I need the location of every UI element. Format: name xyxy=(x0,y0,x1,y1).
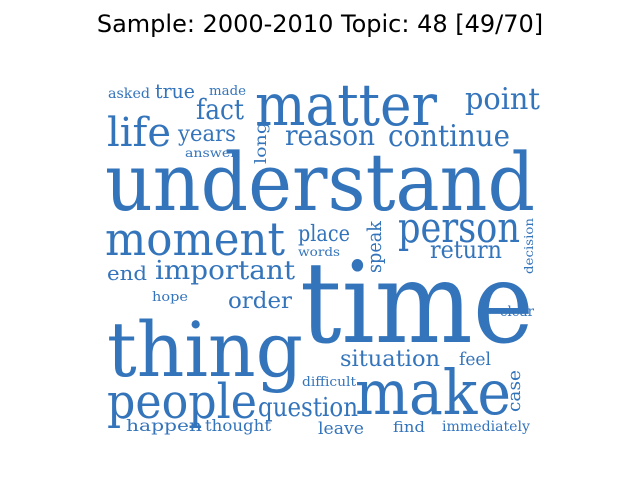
word-happen: happen xyxy=(126,416,202,435)
word-place: place xyxy=(298,222,350,247)
word-question: question xyxy=(258,393,358,423)
word-order: order xyxy=(228,289,292,314)
word-end: end xyxy=(107,261,147,285)
word-long: long xyxy=(251,122,270,164)
word-reason: reason xyxy=(285,119,375,152)
word-thought: thought xyxy=(205,416,272,435)
word-return: return xyxy=(430,236,502,264)
word-words: words xyxy=(298,245,340,259)
word-decision: decision xyxy=(522,218,536,274)
word-life: life xyxy=(107,110,171,156)
word-asked: asked xyxy=(108,86,150,102)
word-understand: understand xyxy=(105,136,535,229)
word-clear: clear xyxy=(500,304,534,320)
word-situation: situation xyxy=(340,347,440,372)
word-continue: continue xyxy=(388,119,510,154)
word-find: find xyxy=(393,418,425,436)
figure-title: Sample: 2000-2010 Topic: 48 [49/70] xyxy=(96,10,544,38)
word-feel: feel xyxy=(459,349,491,370)
word-fact: fact xyxy=(196,93,245,126)
word-important: important xyxy=(155,256,296,286)
word-years: years xyxy=(177,122,236,147)
word-people: people xyxy=(107,374,257,430)
word-hope: hope xyxy=(152,290,188,305)
word-make: make xyxy=(355,356,511,429)
word-true: true xyxy=(155,79,195,103)
word-thing: thing xyxy=(107,305,303,394)
word-leave: leave xyxy=(318,419,364,439)
word-point: point xyxy=(465,82,540,117)
word-time: time xyxy=(300,239,534,369)
word-immediately: immediately xyxy=(442,419,530,435)
word-difficult: difficult xyxy=(302,375,357,390)
word-matter: matter xyxy=(255,71,437,139)
word-person: person xyxy=(398,203,520,252)
word-answer: answer xyxy=(185,146,237,160)
word-made: made xyxy=(209,84,246,99)
word-moment: moment xyxy=(105,212,285,266)
word-case: case xyxy=(504,370,525,412)
word-speak: speak xyxy=(362,220,386,273)
